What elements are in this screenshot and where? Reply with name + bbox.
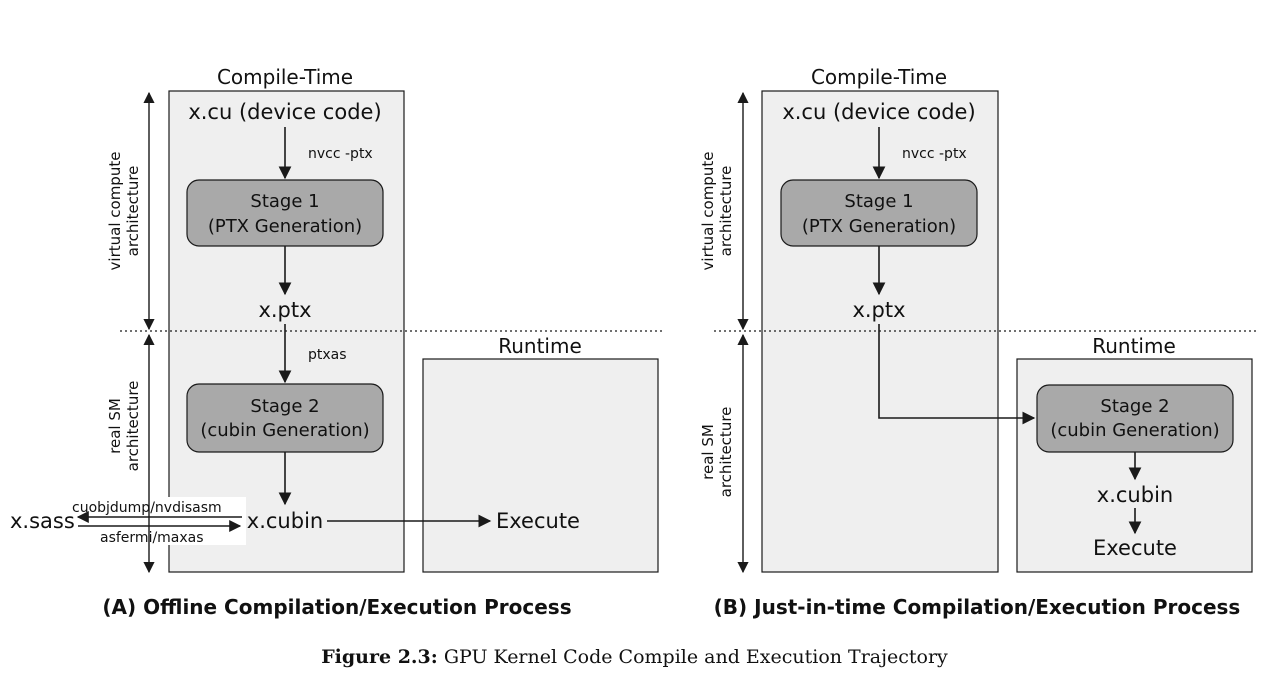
runtime-box-a [422,358,659,573]
ptxas-label-a: ptxas [308,347,347,363]
virtual-arch-label-b-2: architecture [717,166,735,257]
source-file-a: x.cu (device code) [188,100,381,124]
virtual-arch-label-a-1: virtual compute [106,152,124,271]
stage1-title-a: Stage 1 [250,191,319,212]
stage2-title-b: Stage 2 [1100,396,1169,417]
runtime-label-a: Runtime [498,334,582,358]
real-arch-label-b-2: architecture [717,407,735,498]
stage1-title-b: Stage 1 [844,191,913,212]
source-file-b: x.cu (device code) [782,100,975,124]
panel-b: Compile-Time Runtime x.cu (device code) … [699,65,1253,619]
real-arch-label-a-1: real SM [106,398,124,454]
caption-a: (A) Offline Compilation/Execution Proces… [102,595,571,619]
real-arch-label-b-1: real SM [699,424,717,480]
compile-time-label-b: Compile-Time [811,65,947,89]
arrow-ptx-to-stage2-b [878,324,1036,425]
execute-a: Execute [496,509,580,533]
real-arch-label-a-2: architecture [124,381,142,472]
stage2-sub-a: (cubin Generation) [200,420,369,441]
cubin-file-b: x.cubin [1097,483,1173,507]
virtual-arch-label-b-1: virtual compute [699,152,717,271]
figure-label: Figure 2.3: [321,646,438,668]
stage2-title-a: Stage 2 [250,396,319,417]
sass-file-a: x.sass [10,509,75,533]
cubin-file-a: x.cubin [247,509,323,533]
runtime-label-b: Runtime [1092,334,1176,358]
figure-title: GPU Kernel Code Compile and Execution Tr… [443,646,948,668]
converter-label-backing [70,497,246,545]
stage2-sub-b: (cubin Generation) [1050,420,1219,441]
nvcc-label-b: nvcc -ptx [902,146,967,162]
diagram-canvas: Compile-Time Runtime x.cu (device code) … [10,65,1256,619]
disasm-label-a: cuobjdump/nvdisasm [72,500,222,516]
asm-label-a: asfermi/maxas [100,530,204,546]
stage1-sub-a: (PTX Generation) [208,216,362,237]
caption-b: (B) Just-in-time Compilation/Execution P… [714,595,1241,619]
figure-caption: Figure 2.3: GPU Kernel Code Compile and … [0,646,1269,668]
panel-a: Compile-Time Runtime x.cu (device code) … [10,65,659,619]
stage2-box-a [186,383,384,453]
compile-time-label-a: Compile-Time [217,65,353,89]
ptx-file-b: x.ptx [852,298,905,322]
stage1-sub-b: (PTX Generation) [802,216,956,237]
ptx-file-a: x.ptx [258,298,311,322]
virtual-arch-label-a-2: architecture [124,166,142,257]
execute-b: Execute [1093,536,1177,560]
nvcc-label-a: nvcc -ptx [308,146,373,162]
